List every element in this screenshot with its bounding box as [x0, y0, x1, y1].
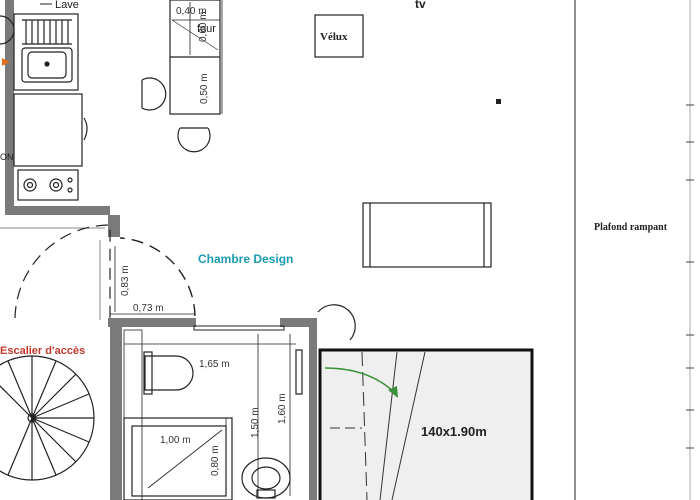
- stove-accent-mark: [2, 58, 10, 66]
- sink-drain: [44, 61, 50, 67]
- label-tv: tv: [415, 0, 426, 11]
- burner-1: [23, 178, 37, 192]
- stair-door-swing: [14, 224, 111, 319]
- fridge: [13, 93, 83, 167]
- bed: [318, 348, 534, 500]
- sofa: [362, 202, 492, 268]
- velux-box: [314, 14, 364, 58]
- burner-1-inner: [26, 181, 34, 189]
- bath-door-swing: [119, 237, 196, 317]
- label-four: four: [197, 23, 216, 35]
- bath-door-arc: [317, 304, 356, 341]
- sink-outer: [21, 47, 73, 83]
- label-plafond-rampant: Plafond rampant: [594, 222, 668, 233]
- dim-150: 1,50 m: [250, 407, 261, 438]
- label-lave: Lave: [55, 0, 79, 11]
- dim-165: 1,65 m: [199, 359, 230, 370]
- burner-2-inner: [52, 181, 60, 189]
- wall-kitchen-bottom: [5, 206, 110, 215]
- small-mark: [496, 99, 501, 104]
- burner-2: [49, 178, 63, 192]
- dim-080: 0,80 m: [210, 445, 221, 476]
- table-diagonal: [171, 19, 219, 51]
- wall-bath-right: [309, 318, 317, 500]
- knob-1: [67, 177, 73, 183]
- dim-160: 1,60 m: [277, 393, 288, 424]
- dim-050: 0,50 m: [199, 73, 210, 104]
- dim-040: 0,40 m: [176, 6, 207, 17]
- shower-diagonal: [147, 429, 223, 489]
- bed-arrow-head: [388, 386, 398, 398]
- label-velux: Vélux: [320, 31, 348, 43]
- washbasin-tap: [256, 489, 276, 499]
- walls: [5, 0, 317, 500]
- label-escalier: Escalier d'accès: [0, 345, 85, 357]
- wall-bath-top-left: [108, 318, 196, 327]
- bed-fill: [320, 350, 532, 500]
- wall-bath-left: [110, 318, 122, 500]
- fridge-handle: [83, 117, 88, 141]
- left-appliance-arc: [0, 15, 15, 45]
- cooktop: [17, 169, 79, 201]
- stair-door-leaf: [193, 325, 285, 331]
- label-on: ON: [0, 152, 14, 162]
- towel-rail: [295, 349, 303, 395]
- wall-left-kitchen: [5, 0, 14, 212]
- dim-083: 0,83 m: [120, 265, 131, 296]
- kitchen: [13, 13, 88, 201]
- wall-door-jamb: [108, 215, 120, 237]
- bed-dash-1: [361, 351, 368, 500]
- sink-basin: [27, 51, 67, 79]
- dining-table: [141, 0, 223, 153]
- wall-bath-top-right: [280, 318, 317, 327]
- stair-treads: [0, 356, 94, 480]
- washbasin: [241, 457, 291, 499]
- bed-line-3: [391, 351, 426, 500]
- chair-bottom: [177, 127, 211, 153]
- bathroom: [123, 304, 356, 500]
- sofa-outer: [362, 202, 492, 268]
- bed-line-2: [379, 351, 398, 500]
- bath-inner-wall: [123, 329, 143, 500]
- dim-100: 1,00 m: [160, 435, 191, 446]
- shower-tray: [123, 417, 233, 500]
- bed-frame: [318, 348, 534, 500]
- toilet: [144, 355, 194, 391]
- label-bed-size: 140x1.90m: [421, 424, 487, 439]
- dish-rack-lines: [22, 19, 72, 45]
- dim-060: 0,60 m: [198, 11, 209, 42]
- knob-2: [67, 187, 73, 193]
- label-chambre-design: Chambre Design: [198, 252, 293, 266]
- dim-073: 0,73 m: [133, 303, 164, 314]
- spiral-staircase: [0, 355, 95, 481]
- right-wall-ticks: [686, 104, 694, 449]
- washbasin-bowl: [251, 466, 281, 490]
- chair-left: [141, 77, 167, 111]
- sink-cabinet: [13, 13, 79, 91]
- toilet-tank: [143, 351, 153, 395]
